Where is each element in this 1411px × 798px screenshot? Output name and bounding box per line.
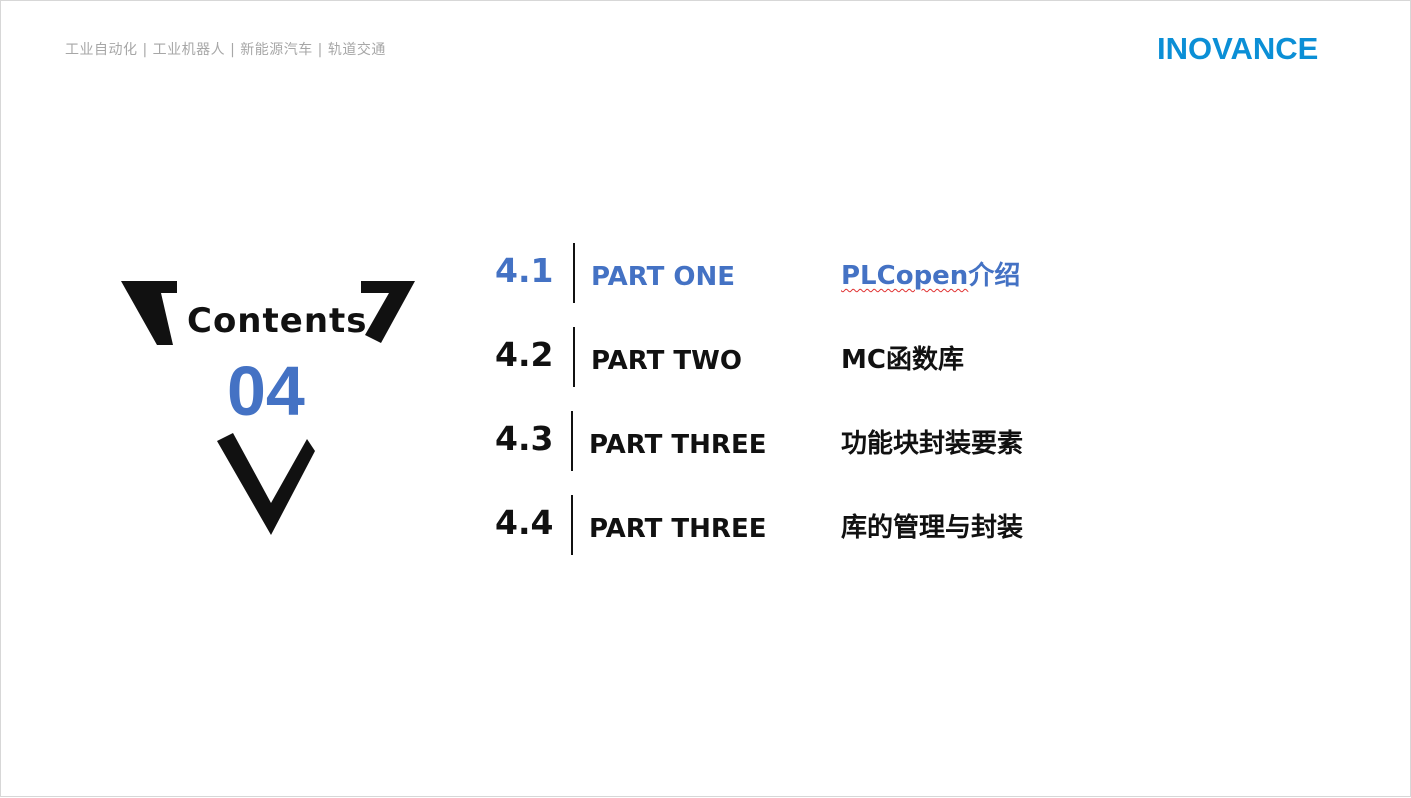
toc-item-4-1[interactable]: 4.1 PART ONE PLCopen介绍 <box>495 243 1115 303</box>
toc-title-cjk: 介绍 <box>968 261 1021 291</box>
toc-part-label: PART THREE <box>589 514 767 544</box>
inovance-logo: INOVANCE <box>1157 31 1319 66</box>
section-number: 04 <box>227 352 305 430</box>
toc-number: 4.1 <box>495 251 554 290</box>
triangle-left-top-stroke <box>121 281 177 345</box>
toc-divider <box>571 411 573 471</box>
toc-number: 4.4 <box>495 503 554 542</box>
toc-part-label: PART THREE <box>589 430 767 460</box>
toc-number: 4.2 <box>495 335 554 374</box>
toc-part-label: PART TWO <box>591 346 742 376</box>
toc-title: 库的管理与封装 <box>841 513 1024 543</box>
triangle-bottom-v <box>217 433 315 535</box>
toc-divider <box>571 495 573 555</box>
toc-title: MC函数库 <box>841 345 964 375</box>
toc-item-4-3[interactable]: 4.3 PART THREE 功能块封装要素 <box>495 411 1115 471</box>
toc-title-latin: PLCopen <box>841 261 969 291</box>
toc-divider <box>573 243 575 303</box>
header-tagline: 工业自动化 | 工业机器人 | 新能源汽车 | 轨道交通 <box>65 42 386 58</box>
toc-divider <box>573 327 575 387</box>
toc-part-label: PART ONE <box>591 262 736 292</box>
triangle-right-top-stroke <box>361 281 415 343</box>
toc-number: 4.3 <box>495 419 554 458</box>
toc-item-4-4[interactable]: 4.4 PART THREE 库的管理与封装 <box>495 495 1115 555</box>
toc-title: 功能块封装要素 <box>841 429 1024 459</box>
toc-title: PLCopen介绍 <box>841 255 1020 292</box>
toc-item-4-2[interactable]: 4.2 PART TWO MC函数库 <box>495 327 1115 387</box>
contents-label: Contents <box>187 301 368 341</box>
contents-triangle-graphic <box>121 281 415 535</box>
